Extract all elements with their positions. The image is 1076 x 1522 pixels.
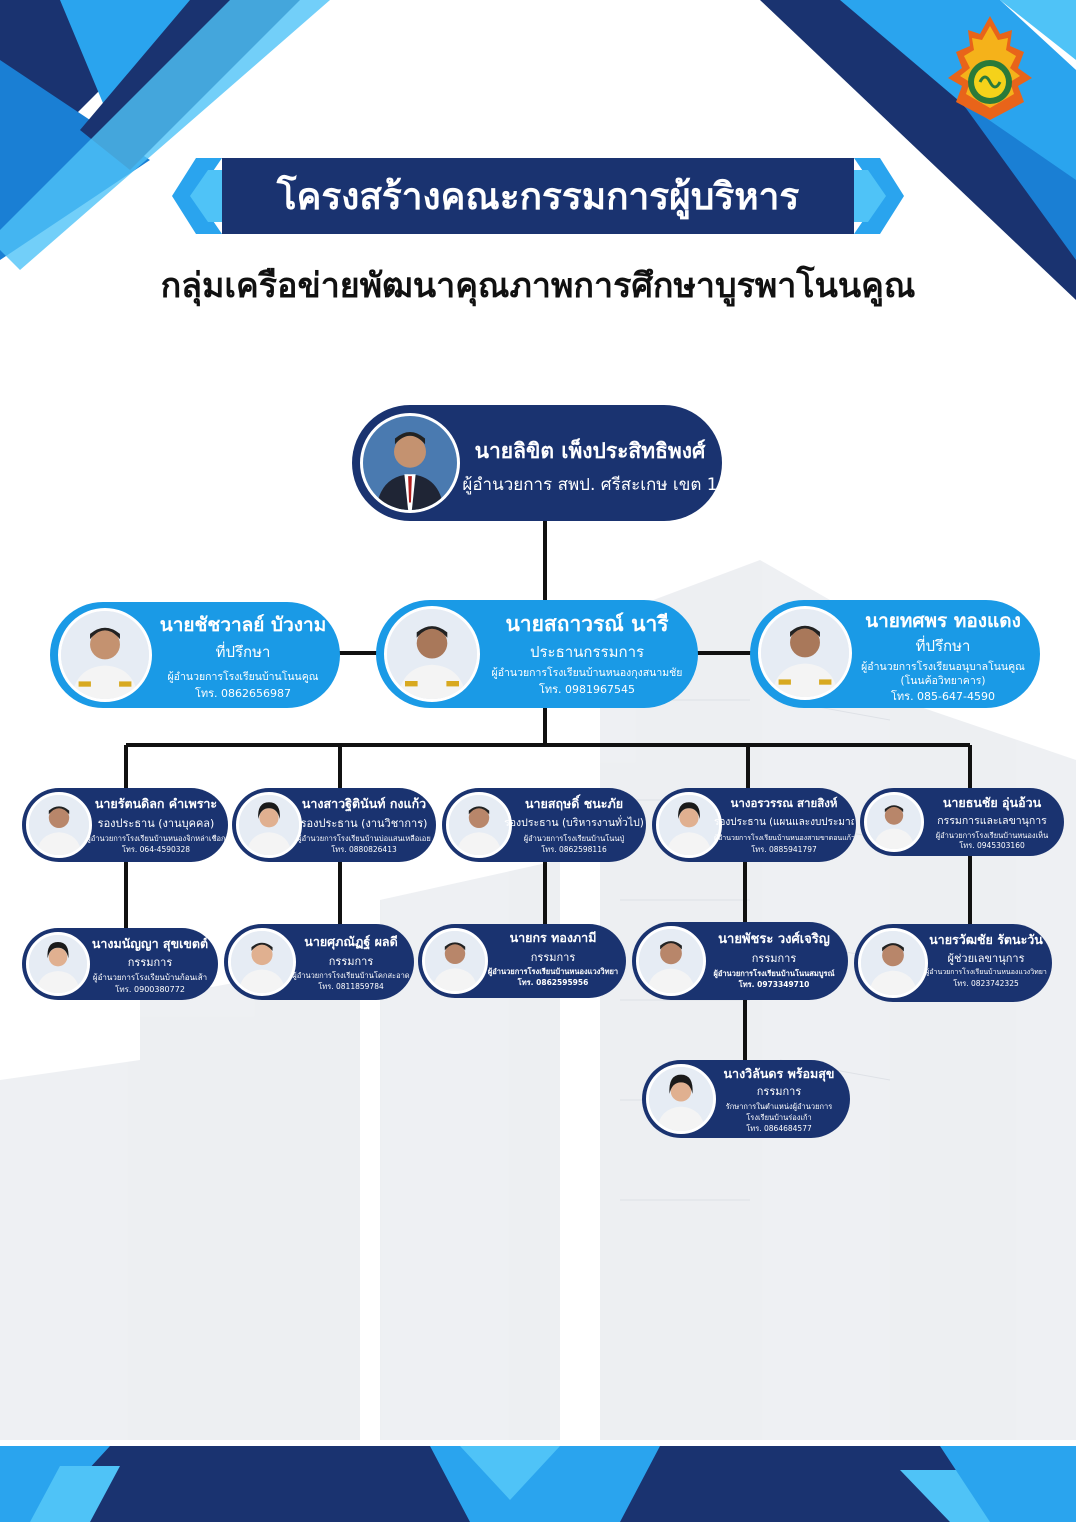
vice3-name: นายสฤษดิ์ ชนะภัย [524, 796, 624, 811]
title-banner: โครงสร้างคณะกรรมการผู้บริหาร [222, 158, 854, 234]
vice2-name: นางสาวฐิตินันท์ กงแก้ว [301, 796, 427, 811]
person-portrait-icon [646, 1064, 716, 1134]
member2-role: กรรมการ [328, 955, 374, 968]
vice1-phone: โทร. 064-4590328 [121, 845, 191, 854]
node-vice4: นางอรวรรณ สายสิงห์ รองประธาน (แผนและงบปร… [652, 788, 856, 862]
vice3-school: ผู้อำนวยการโรงเรียนบ้านโนนปู่ [523, 834, 625, 843]
person-portrait-icon [384, 606, 480, 702]
member3-phone: โทร. 0862595956 [517, 978, 589, 987]
person-portrait-icon [422, 928, 488, 994]
member1-name: นางมนัญญา สุขเขตต์ [91, 936, 209, 951]
vice3-role: รองประธาน (บริหารงานทั่วไป) [504, 817, 644, 829]
member5-role: กรรมการ [756, 1085, 802, 1098]
director-role: ผู้อำนวยการ สพป. ศรีสะเกษ เขต 1 [462, 475, 718, 495]
member2-name: นายศุภณัฏฐ์ ผลดี [304, 934, 398, 949]
crest-logo-icon [948, 16, 1032, 120]
director-name: นายลิขิต เพ็งประสิทธิพงศ์ [474, 439, 706, 463]
member4-phone: โทร. 0973349710 [738, 980, 810, 989]
page-subtitle: กลุ่มเครือข่ายพัฒนาคุณภาพการศึกษาบูรพาโน… [160, 266, 916, 306]
member1-phone: โทร. 0900380772 [115, 985, 185, 994]
advisor-left-name: นายชัชวาลย์ บัวงาม [159, 614, 327, 636]
member5-school2: โรงเรียนบ้านร่องเก้า [746, 1113, 812, 1122]
member2-phone: โทร. 0811859784 [318, 982, 384, 991]
vice4-name: นางอรวรรณ สายสิงห์ [730, 796, 838, 810]
person-portrait-icon [656, 792, 722, 858]
person-portrait-icon [228, 928, 296, 996]
node-asst-secretary: นายรวัฒชัย รัตนะวัน ผู้ช่วยเลขานุการ ผู้… [854, 924, 1052, 1002]
vice1-role: รองประธาน (งานบุคคล) [97, 817, 215, 830]
secretary-role: กรรมการและเลขานุการ [937, 815, 1047, 827]
vice1-school: ผู้อำนวยการโรงเรียนบ้านหนองจิกหล่าเชือก [86, 834, 226, 843]
person-portrait-icon [360, 413, 460, 513]
member2-school: ผู้อำนวยการโรงเรียนบ้านโคกสะอาด [292, 971, 410, 980]
member3-school: ผู้อำนวยการโรงเรียนบ้านหนองแวงวิทยา [487, 967, 619, 976]
member1-school: ผู้อำนวยการโรงเรียนบ้านก้อนเส้า [92, 973, 208, 982]
advisor-left-school: ผู้อำนวยการโรงเรียนบ้านโนนคูณ [167, 671, 319, 683]
person-portrait-icon [26, 792, 92, 858]
vice4-school: ผู้อำนวยการโรงเรียนบ้านหนองสามขาดอนแก้ว [714, 834, 854, 842]
vice2-role: รองประธาน (งานวิชาการ) [300, 817, 428, 830]
person-portrait-icon [636, 926, 706, 996]
member5-phone: โทร. 0864684577 [746, 1124, 812, 1133]
person-portrait-icon [446, 792, 512, 858]
person-portrait-icon [26, 932, 90, 996]
advisor-right-phone: โทร. 085-647-4590 [891, 690, 995, 703]
chairman-phone: โทร. 0981967545 [538, 683, 636, 696]
person-portrait-icon [864, 792, 924, 852]
asst-secretary-name: นายรวัฒชัย รัตนะวัน [929, 932, 1043, 947]
node-advisor-right: นายทศพร ทองแดง ที่ปรึกษา ผู้อำนวยการโรงเ… [750, 600, 1040, 708]
vice2-phone: โทร. 0880826413 [331, 845, 397, 854]
person-portrait-icon [758, 606, 852, 700]
vice3-phone: โทร. 0862598116 [541, 845, 607, 854]
vice4-role: รองประธาน (แผนและงบประมาณ) [714, 817, 854, 828]
chairman-role: ประธานกรรมการ [529, 643, 645, 661]
vice2-school: ผู้อำนวยการโรงเรียนบ้านบ่อแสนเหลือเอย [297, 834, 431, 843]
node-secretary: นายธนชัย อุ่นอ้วน กรรมการและเลขานุการ ผู… [860, 788, 1064, 856]
asst-secretary-role: ผู้ช่วยเลขานุการ [947, 952, 1025, 965]
advisor-left-role: ที่ปรึกษา [215, 643, 271, 661]
chairman-name: นายสถาวรณ์ นารี [505, 612, 669, 636]
advisor-right-school: ผู้อำนวยการโรงเรียนอนุบาลโนนคูณ [861, 661, 1025, 673]
asst-secretary-phone: โทร. 0823742325 [953, 979, 1019, 988]
person-portrait-icon [858, 928, 928, 998]
asst-secretary-school: ผู้อำนวยการโรงเรียนบ้านหนองแวงวิทยา [925, 968, 1047, 976]
node-vice1: นายรัตนดิลก คำเพราะ รองประธาน (งานบุคคล)… [22, 788, 228, 862]
vice1-name: นายรัตนดิลก คำเพราะ [94, 796, 218, 811]
member5-school: รักษาการในตำแหน่งผู้อำนวยการ [725, 1102, 833, 1111]
node-member3: นายกร ทองภามี กรรมการ ผู้อำนวยการโรงเรีย… [418, 924, 626, 998]
page-title: โครงสร้างคณะกรรมการผู้บริหาร [276, 174, 800, 218]
secretary-school: ผู้อำนวยการโรงเรียนบ้านหนองเห็น [935, 831, 1049, 840]
node-vice3: นายสฤษดิ์ ชนะภัย รองประธาน (บริหารงานทั่… [442, 788, 646, 862]
chairman-school: ผู้อำนวยการโรงเรียนบ้านหนองกุงสนามชัย [491, 667, 683, 679]
node-chairman: นายสถาวรณ์ นารี ประธานกรรมการ ผู้อำนวยกา… [376, 600, 698, 708]
member1-role: กรรมการ [127, 956, 173, 969]
secretary-name: นายธนชัย อุ่นอ้วน [942, 795, 1042, 810]
member5-name: นางวิลันดร พร้อมสุข [723, 1066, 835, 1081]
advisor-left-phone: โทร. 0862656987 [194, 687, 292, 700]
secretary-phone: โทร. 0945303160 [959, 841, 1025, 850]
advisor-right-name: นายทศพร ทองแดง [865, 610, 1021, 632]
node-director: นายลิขิต เพ็งประสิทธิพงศ์ ผู้อำนวยการ สพ… [352, 405, 722, 521]
member4-name: นายพัชระ วงศ์เจริญ [718, 932, 830, 947]
node-member4: นายพัชระ วงศ์เจริญ กรรมการ ผู้อำนวยการโร… [632, 922, 848, 1000]
member3-name: นายกร ทองภามี [509, 930, 597, 945]
node-vice2: นางสาวฐิตินันท์ กงแก้ว รองประธาน (งานวิช… [232, 788, 436, 862]
node-member1: นางมนัญญา สุขเขตต์ กรรมการ ผู้อำนวยการโร… [22, 928, 218, 1000]
node-member5: นางวิลันดร พร้อมสุข กรรมการ รักษาการในตำ… [642, 1060, 850, 1138]
person-portrait-icon [236, 792, 302, 858]
person-portrait-icon [58, 608, 152, 702]
member4-school: ผู้อำนวยการโรงเรียนบ้านโนนสมบูรณ์ [713, 969, 835, 978]
advisor-right-role: ที่ปรึกษา [915, 637, 971, 655]
member3-role: กรรมการ [530, 951, 576, 964]
member4-role: กรรมการ [751, 952, 797, 965]
advisor-right-school2: (โนนค้อวิทยาคาร) [900, 675, 986, 687]
node-member2: นายศุภณัฏฐ์ ผลดี กรรมการ ผู้อำนวยการโรงเ… [224, 924, 414, 1000]
vice4-phone: โทร. 0885941797 [751, 845, 817, 854]
node-advisor-left: นายชัชวาลย์ บัวงาม ที่ปรึกษา ผู้อำนวยการ… [50, 602, 340, 708]
